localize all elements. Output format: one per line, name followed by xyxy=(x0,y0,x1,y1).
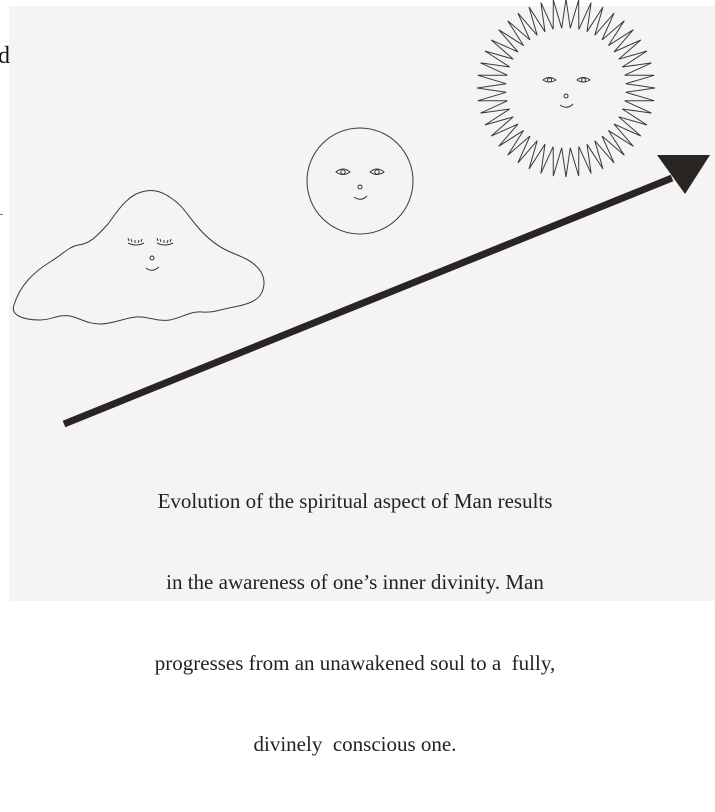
caption-line-3: progresses from an unawakened soul to a … xyxy=(125,650,585,677)
caption-line-2: in the awareness of one’s inner divinity… xyxy=(125,569,585,596)
sun-eyes-icon xyxy=(543,78,590,83)
closed-eyes-icon xyxy=(128,238,173,245)
cloud-soul-icon xyxy=(13,191,264,324)
diagram-canvas: d xyxy=(0,0,715,601)
diagram-caption: Evolution of the spiritual aspect of Man… xyxy=(125,434,585,812)
progress-arrow-icon xyxy=(64,155,710,424)
sun-rays-icon xyxy=(477,0,655,177)
sun-soul-icon xyxy=(477,0,655,177)
sun-nose-icon xyxy=(564,94,568,98)
open-eyes-icon xyxy=(336,169,384,175)
sun-smile-icon xyxy=(560,104,573,107)
caption-line-4: divinely conscious one. xyxy=(125,731,585,758)
circle-nose-icon xyxy=(358,185,362,189)
circle-soul-icon xyxy=(307,128,413,234)
cloud-nose-icon xyxy=(150,256,154,260)
circle-smile-icon xyxy=(354,196,367,199)
caption-line-1: Evolution of the spiritual aspect of Man… xyxy=(125,488,585,515)
cloud-smile-icon xyxy=(146,267,159,270)
